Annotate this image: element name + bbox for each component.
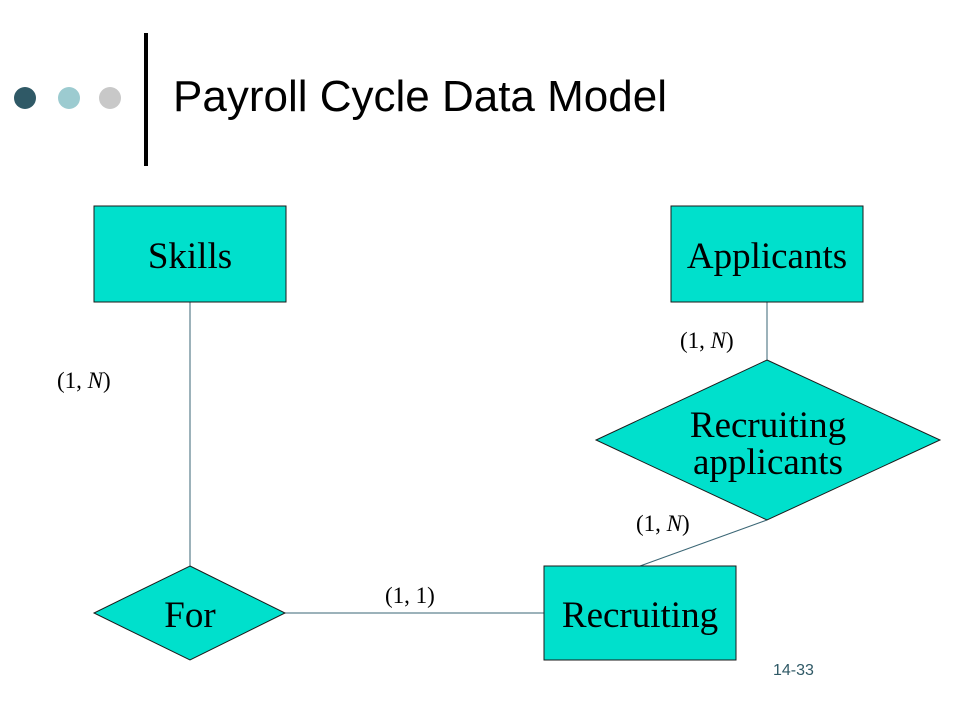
relationship-for: For (92, 565, 287, 661)
entity-skills-box (93, 205, 287, 303)
cardinality-for-recruiting: (1, 1) (385, 583, 435, 608)
relationship-recruiting-applicants: Recruiting applicants (594, 359, 942, 521)
entity-applicants: Applicants (670, 205, 864, 303)
slide-title: Payroll Cycle Data Model (173, 72, 667, 121)
entity-recruiting-label: Recruiting (562, 595, 718, 636)
relationship-for-label: For (164, 595, 215, 636)
relationship-recruiting-applicants-line1: Recruiting (690, 405, 846, 446)
connector-recruiting-applicants-recruiting (639, 519, 768, 567)
cardinality-applicants: (1, N) (680, 328, 734, 353)
entity-skills-label: Skills (148, 236, 232, 277)
cardinality-skills-for: (1, N) (57, 368, 111, 393)
relationship-for-diamond (92, 565, 287, 661)
bullet-dot-dark (14, 87, 36, 109)
title-divider (144, 33, 148, 166)
bullet-dot-light (58, 87, 80, 109)
page-number: 14-33 (773, 662, 814, 679)
cardinality-recruiting-applicants-recruiting: (1, N) (636, 511, 690, 536)
entity-recruiting-box (543, 565, 737, 661)
bullet-dot-gray (99, 87, 121, 109)
entity-recruiting: Recruiting (543, 565, 737, 661)
entity-applicants-box (670, 205, 864, 303)
relationship-recruiting-applicants-line2: applicants (693, 442, 843, 483)
entity-skills: Skills (93, 205, 287, 303)
relationship-recruiting-applicants-diamond (594, 359, 942, 521)
entity-applicants-label: Applicants (687, 236, 847, 277)
